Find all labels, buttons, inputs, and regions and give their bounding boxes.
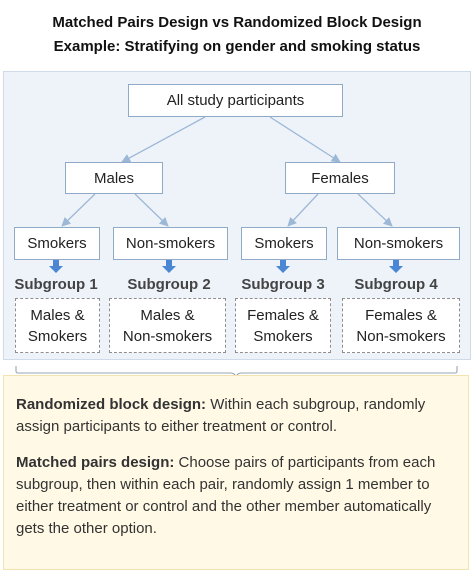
randomized-block-definition: Randomized block design: Within each sub… <box>16 394 461 438</box>
edge-females-smokers <box>287 193 319 227</box>
definitions-panel <box>3 375 469 570</box>
subgroup-2-label: Subgroup 2 <box>127 276 211 293</box>
diagram-title: Matched Pairs Design vs Randomized Block… <box>52 14 422 31</box>
subgroup-4-line2: Non-smokers <box>356 327 446 345</box>
subgroup-2-line1: Males & <box>140 306 195 324</box>
node-males: Males <box>65 162 163 194</box>
node-female-nonsmokers: Non-smokers <box>337 227 460 260</box>
subgroup-4-line1: Females & <box>365 306 437 324</box>
subgroup-3-box: Females & Smokers <box>235 298 331 353</box>
arrow-subgroup-3 <box>276 260 290 273</box>
subgroup-1-line1: Males & <box>30 306 85 324</box>
matched-pairs-definition: Matched pairs design: Choose pairs of pa… <box>16 452 461 540</box>
subgroup-2-box: Males & Non-smokers <box>109 298 226 353</box>
subgroup-1-box: Males & Smokers <box>15 298 100 353</box>
subgroup-3-line2: Smokers <box>253 327 313 345</box>
edge-males-nonsmokers <box>134 193 169 227</box>
subgroup-1-label: Subgroup 1 <box>14 276 98 293</box>
subgroup-3-line1: Females & <box>247 306 319 324</box>
subgroup-2-line2: Non-smokers <box>122 327 213 345</box>
diagram-subtitle: Example: Stratifying on gender and smoki… <box>53 38 421 55</box>
edge-males-smokers <box>61 193 96 227</box>
subgroup-1-line2: Smokers <box>27 327 88 345</box>
node-male-smokers: Smokers <box>14 227 100 260</box>
node-female-smokers: Smokers <box>241 227 327 260</box>
randomized-block-text: Within each subgroup, randomly assign pa… <box>16 396 426 435</box>
matched-pairs-term: Matched pairs design: <box>16 454 175 471</box>
randomized-block-term: Randomized block design: <box>16 396 207 413</box>
arrow-subgroup-4 <box>389 260 403 273</box>
edge-root-males <box>121 116 206 163</box>
subgroup-4-box: Females & Non-smokers <box>342 298 460 353</box>
arrow-subgroup-2 <box>162 260 176 273</box>
matched-pairs-text: Choose pairs of participants from each s… <box>16 454 436 537</box>
edge-root-females <box>269 116 341 163</box>
subgroup-4-label: Subgroup 4 <box>354 276 438 293</box>
edge-females-nonsmokers <box>357 193 393 227</box>
node-male-nonsmokers: Non-smokers <box>113 227 228 260</box>
node-all-participants: All study participants <box>128 84 343 117</box>
subgroup-3-label: Subgroup 3 <box>241 276 325 293</box>
node-females: Females <box>285 162 395 194</box>
arrow-subgroup-1 <box>49 260 63 273</box>
